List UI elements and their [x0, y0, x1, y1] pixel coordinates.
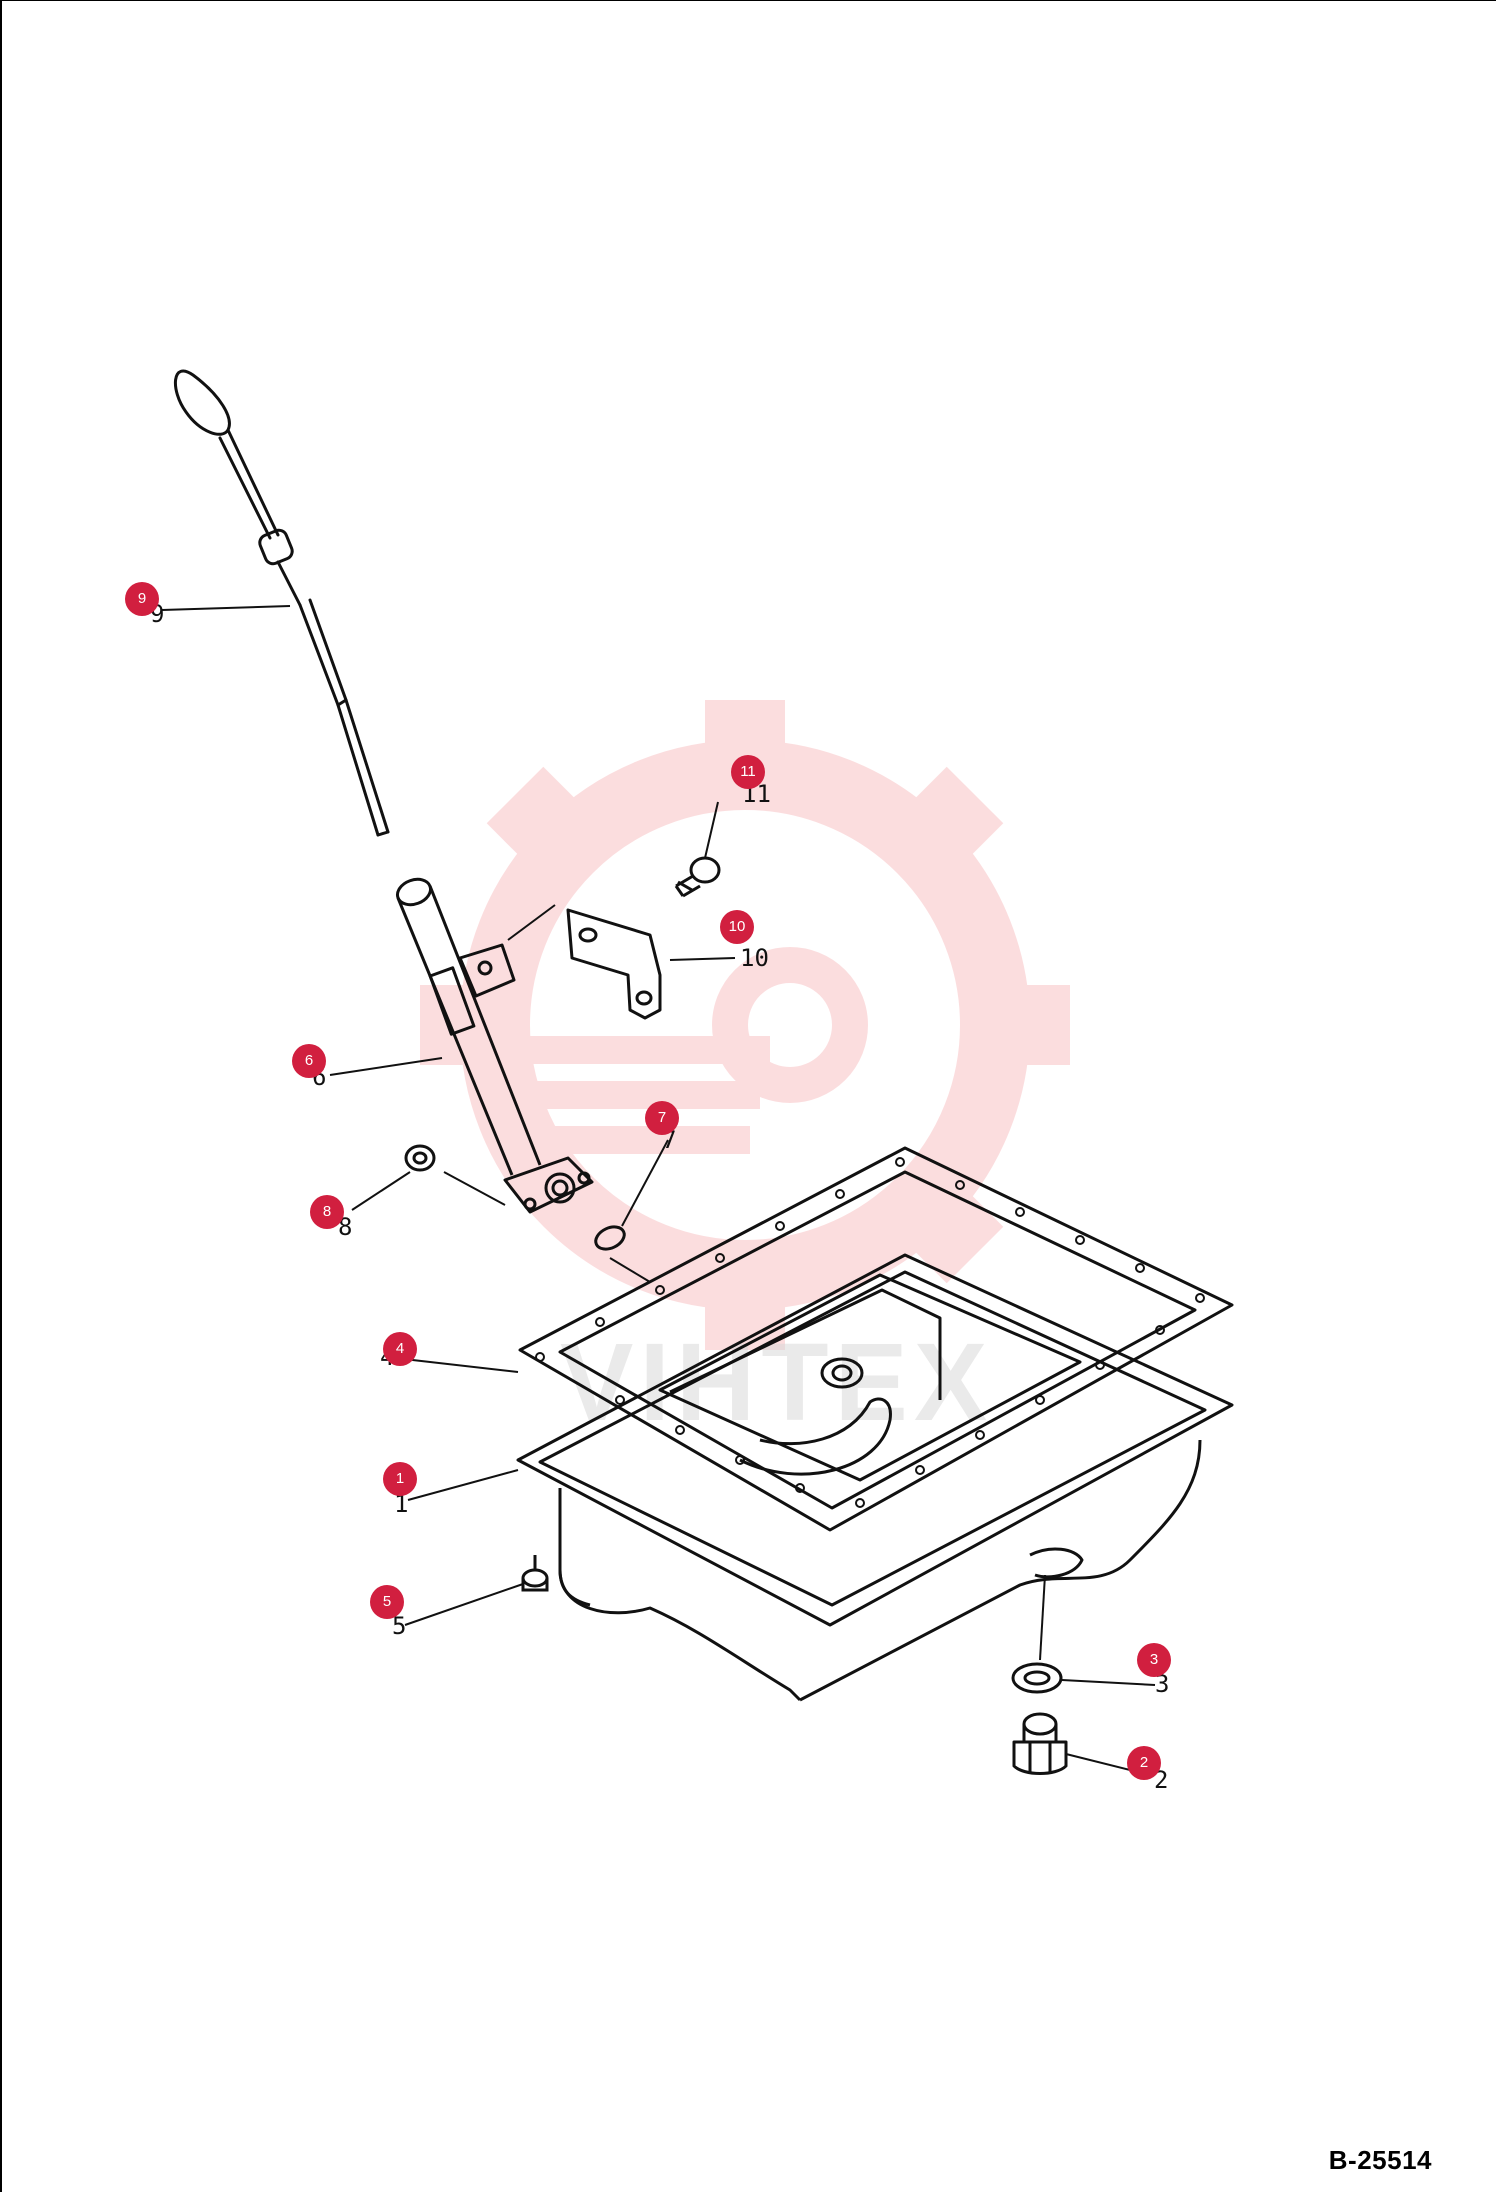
- leader-lines: [161, 605, 1156, 1776]
- hw-label-10: 10: [740, 944, 769, 972]
- callout-11[interactable]: 11: [731, 755, 765, 789]
- callout-9[interactable]: 9: [125, 582, 159, 616]
- washer: [1011, 1662, 1063, 1694]
- callout-5[interactable]: 5: [370, 1585, 404, 1619]
- pan-bolt: [521, 1555, 549, 1592]
- bracket: [566, 908, 662, 1020]
- bolt: [674, 856, 721, 898]
- callout-3[interactable]: 3: [1137, 1643, 1171, 1677]
- o-ring: [594, 1225, 626, 1251]
- callout-6[interactable]: 6: [292, 1044, 326, 1078]
- oil-pan: [516, 1253, 1234, 1702]
- hw-label-5: 5: [392, 1612, 406, 1640]
- callout-2[interactable]: 2: [1127, 1746, 1161, 1780]
- nut: [404, 1144, 436, 1172]
- callout-7[interactable]: 7: [645, 1101, 679, 1135]
- callout-10[interactable]: 10: [720, 910, 754, 944]
- figure-number: B-25514: [1328, 2145, 1432, 2175]
- dipstick: [174, 369, 390, 837]
- hw-label-3: 3: [1155, 1670, 1169, 1698]
- hw-label-1: 1: [394, 1490, 408, 1518]
- callout-1[interactable]: 1: [383, 1462, 417, 1496]
- drain-plug: [1012, 1712, 1068, 1775]
- callout-8[interactable]: 8: [310, 1195, 344, 1229]
- dipstick-guide-tube: [396, 877, 594, 1214]
- callout-4[interactable]: 4: [383, 1332, 417, 1366]
- gasket-holes: [535, 1157, 1205, 1508]
